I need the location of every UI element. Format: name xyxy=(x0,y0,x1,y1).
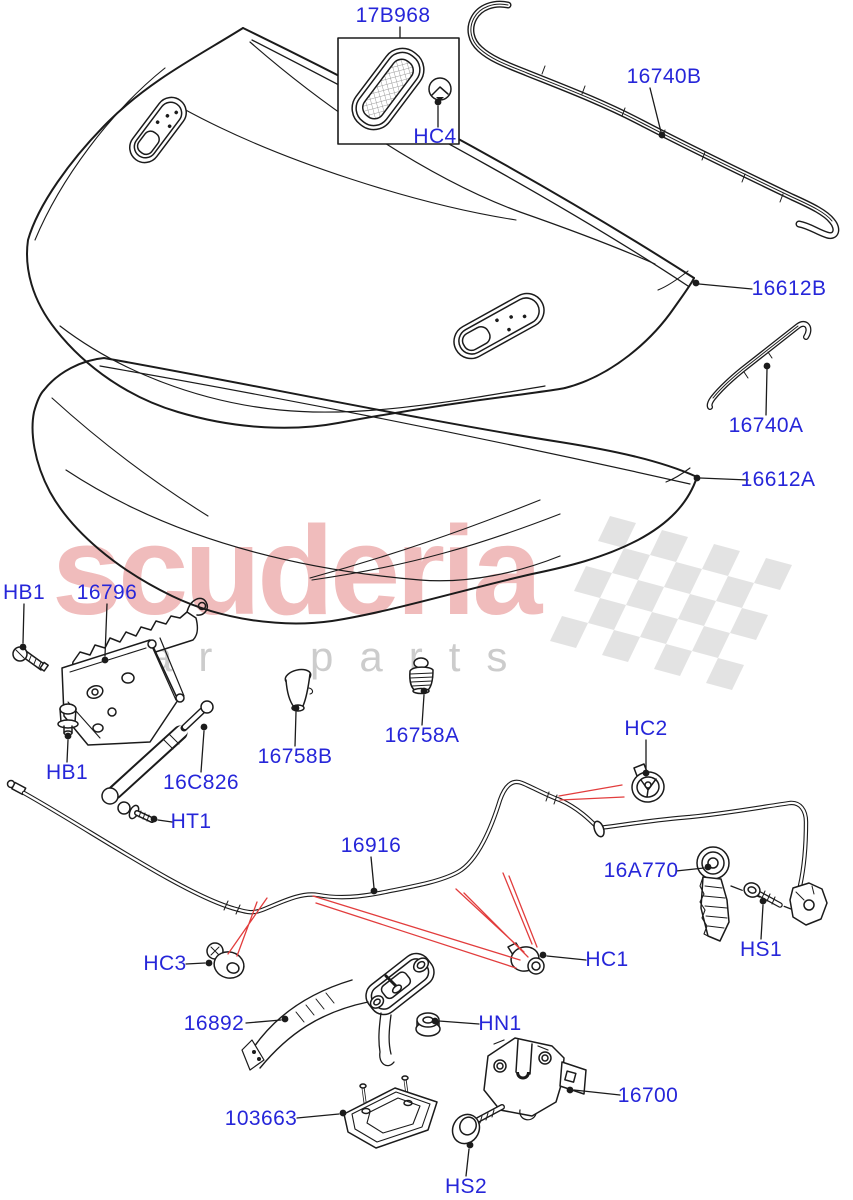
screw-hs1-drawing xyxy=(743,882,783,908)
callout-HC1: HC1 xyxy=(585,948,629,971)
hood-seal-rear-drawing xyxy=(467,0,840,240)
callout-16612B: 16612B xyxy=(751,277,827,300)
bumper-16758b-drawing xyxy=(284,668,314,712)
callout-103663: 103663 xyxy=(224,1107,298,1130)
callout-16700: 16700 xyxy=(617,1084,679,1107)
callout-16758B: 16758B xyxy=(257,745,333,768)
watermark-brand: scuderia xyxy=(52,500,542,641)
clip-hc4-drawing xyxy=(428,77,452,101)
hood-inner-panel-drawing xyxy=(31,357,698,625)
clip-hc1-drawing xyxy=(507,942,545,975)
nut-hn1-drawing xyxy=(415,1012,441,1037)
release-cable-drawing xyxy=(6,779,809,915)
callout-HT1: HT1 xyxy=(170,810,212,833)
callout-16C826: 16C826 xyxy=(163,771,239,794)
callout-16612A: 16612A xyxy=(740,468,816,491)
callout-16892: 16892 xyxy=(183,1012,245,1035)
leader-lines xyxy=(19,26,771,1177)
screw-hs2-drawing xyxy=(451,1104,505,1145)
callout-16740B: 16740B xyxy=(626,65,702,88)
callout-HS1: HS1 xyxy=(739,938,783,961)
callout-16916: 16916 xyxy=(340,834,402,857)
bolt-hb1-upper-drawing xyxy=(12,646,49,672)
callout-HC2: HC2 xyxy=(624,717,668,740)
clip-hc3-drawing xyxy=(206,942,245,979)
striker-plate-drawing xyxy=(343,1075,438,1149)
callout-HN1: HN1 xyxy=(478,1012,522,1035)
callout-HS2: HS2 xyxy=(444,1175,488,1198)
callout-17B968: 17B968 xyxy=(355,4,431,27)
ball-stud-ht1-drawing xyxy=(117,801,155,823)
callout-16A770: 16A770 xyxy=(603,859,679,882)
safety-catch-bracket-drawing xyxy=(241,952,435,1071)
clip-hc2-drawing xyxy=(631,763,665,803)
callout-HB1-lower: HB1 xyxy=(45,761,89,784)
hood-vent-left xyxy=(129,96,187,164)
pointer-lines xyxy=(227,784,625,969)
release-handle-drawing xyxy=(696,846,792,942)
checkered-flag-icon xyxy=(550,516,792,690)
vent-kit-box xyxy=(337,37,460,145)
hood-latch-drawing xyxy=(483,1037,587,1121)
gas-strut-drawing xyxy=(101,700,214,805)
callout-16758A: 16758A xyxy=(384,724,460,747)
callout-16740A: 16740A xyxy=(728,414,804,437)
callout-16796: 16796 xyxy=(76,581,138,604)
callout-HB1-upper: HB1 xyxy=(2,581,46,604)
callout-HC4: HC4 xyxy=(413,125,457,148)
hood-seal-front-drawing xyxy=(706,320,812,410)
hood-outer-panel-drawing xyxy=(26,27,695,429)
callout-HC3: HC3 xyxy=(143,952,187,975)
vent-grille-drawing xyxy=(351,47,425,131)
bumper-16758a-drawing xyxy=(409,657,434,695)
cable-end-fitting-drawing xyxy=(789,882,828,926)
hood-vent-right xyxy=(453,292,545,360)
